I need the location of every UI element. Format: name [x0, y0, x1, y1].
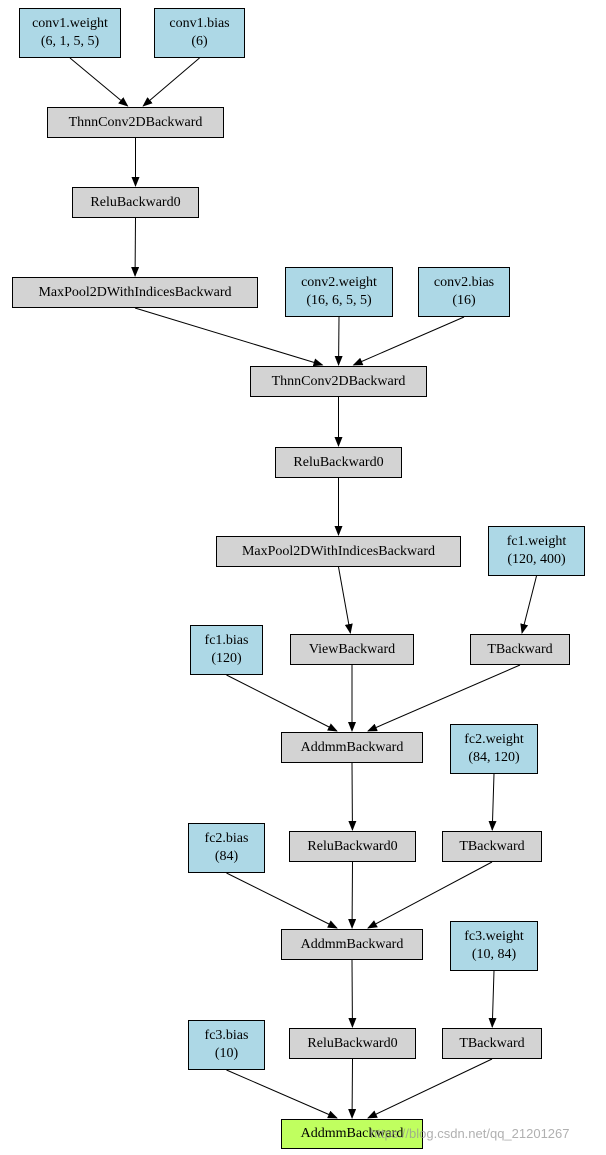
- node-fc3-bias: fc3.bias (10): [188, 1020, 265, 1070]
- node-output-addmm: AddmmBackward: [281, 1119, 423, 1149]
- node-addmm2: AddmmBackward: [281, 929, 423, 960]
- node-addmm1: AddmmBackward: [281, 732, 423, 763]
- node-maxpool1: MaxPool2DWithIndicesBackward: [12, 277, 258, 308]
- node-conv2-weight-shape: (16, 6, 5, 5): [306, 293, 372, 308]
- node-relu1: ReluBackward0: [72, 187, 199, 218]
- node-conv1-op: ThnnConv2DBackward: [47, 107, 224, 138]
- node-relu3: ReluBackward0: [289, 831, 416, 862]
- node-addmm1-label: AddmmBackward: [300, 739, 404, 755]
- node-relu3-label: ReluBackward0: [307, 838, 398, 854]
- edge-fc1_weight-to-t1: [520, 575, 537, 634]
- node-relu4: ReluBackward0: [289, 1028, 416, 1059]
- node-fc2-weight-name: fc2.weight: [464, 732, 524, 747]
- node-fc2-weight-shape: (84, 120): [468, 750, 520, 765]
- node-conv2-bias-shape: (16): [452, 293, 476, 308]
- node-conv2-bias-name: conv2.bias: [433, 275, 495, 290]
- node-conv2-bias: conv2.bias (16): [418, 267, 510, 317]
- node-fc2-bias-name: fc2.bias: [204, 831, 249, 846]
- node-relu4-label: ReluBackward0: [307, 1035, 398, 1051]
- node-conv1-bias-name: conv1.bias: [169, 16, 230, 31]
- node-conv2-op: ThnnConv2DBackward: [250, 366, 427, 397]
- edge-fc2_bias-to-addmm2: [226, 872, 338, 929]
- node-conv1-bias-shape: (6): [191, 34, 208, 49]
- node-maxpool1-label: MaxPool2DWithIndicesBackward: [38, 284, 232, 300]
- node-fc2-bias: fc2.bias (84): [188, 823, 265, 873]
- node-maxpool2: MaxPool2DWithIndicesBackward: [216, 536, 461, 567]
- node-fc3-weight-shape: (10, 84): [471, 947, 517, 962]
- node-fc3-weight: fc3.weight (10, 84): [450, 921, 538, 971]
- edge-maxpool1-to-conv2_op: [134, 307, 324, 367]
- node-fc1-bias-name: fc1.bias: [204, 633, 249, 648]
- edge-t1-to-addmm1: [367, 664, 521, 732]
- node-t3-label: TBackward: [459, 1035, 525, 1051]
- node-relu2: ReluBackward0: [275, 447, 402, 478]
- edge-fc2_weight-to-t2: [488, 773, 497, 831]
- edge-t2-to-addmm2: [367, 861, 493, 929]
- node-conv2-weight: conv2.weight (16, 6, 5, 5): [285, 267, 393, 317]
- node-fc2-weight: fc2.weight (84, 120): [450, 724, 538, 774]
- edge-fc3_weight-to-t3: [488, 970, 497, 1028]
- watermark-text: https://blog.csdn.net/qq_21201267: [370, 1126, 570, 1141]
- node-fc1-bias: fc1.bias (120): [190, 625, 263, 675]
- node-fc3-weight-name: fc3.weight: [464, 929, 524, 944]
- node-conv1-weight-shape: (6, 1, 5, 5): [40, 34, 100, 49]
- node-fc3-bias-name: fc3.bias: [204, 1028, 249, 1043]
- node-t1: TBackward: [470, 634, 570, 665]
- edge-conv1_bias-to-conv1_op: [142, 57, 200, 107]
- node-output-addmm-label: AddmmBackward: [300, 1126, 404, 1141]
- node-fc1-bias-shape: (120): [211, 651, 242, 666]
- node-maxpool2-label: MaxPool2DWithIndicesBackward: [241, 543, 436, 559]
- node-fc1-weight-name: fc1.weight: [506, 534, 567, 549]
- node-conv1-bias: conv1.bias (6): [154, 8, 245, 58]
- node-t2-label: TBackward: [459, 838, 525, 854]
- edge-maxpool2-to-view: [338, 566, 353, 634]
- node-fc3-bias-shape: (10): [214, 1046, 239, 1061]
- node-addmm2-label: AddmmBackward: [300, 936, 404, 952]
- node-fc1-weight: fc1.weight (120, 400): [488, 526, 585, 576]
- node-relu2-label: ReluBackward0: [293, 454, 384, 470]
- node-conv1-weight-name: conv1.weight: [32, 16, 108, 31]
- edge-t3-to-addmm_out: [367, 1058, 493, 1119]
- node-conv2-op-label: ThnnConv2DBackward: [271, 373, 406, 389]
- edge-conv1_weight-to-conv1_op: [69, 57, 129, 107]
- node-conv2-weight-name: conv2.weight: [301, 275, 377, 290]
- node-conv1-weight: conv1.weight (6, 1, 5, 5): [19, 8, 121, 58]
- node-view: ViewBackward: [290, 634, 414, 665]
- edge-fc3_bias-to-addmm_out: [226, 1069, 338, 1119]
- node-fc2-bias-shape: (84): [214, 849, 239, 864]
- node-relu1-label: ReluBackward0: [90, 194, 181, 210]
- node-t1-label: TBackward: [487, 641, 553, 657]
- node-fc1-weight-shape: (120, 400): [507, 552, 566, 567]
- edge-conv2_bias-to-conv2_op: [352, 316, 465, 366]
- node-t2: TBackward: [442, 831, 542, 862]
- node-view-label: ViewBackward: [308, 641, 396, 657]
- node-t3: TBackward: [442, 1028, 542, 1059]
- node-conv1-op-label: ThnnConv2DBackward: [68, 114, 203, 130]
- edge-fc1_bias-to-addmm1: [226, 674, 338, 732]
